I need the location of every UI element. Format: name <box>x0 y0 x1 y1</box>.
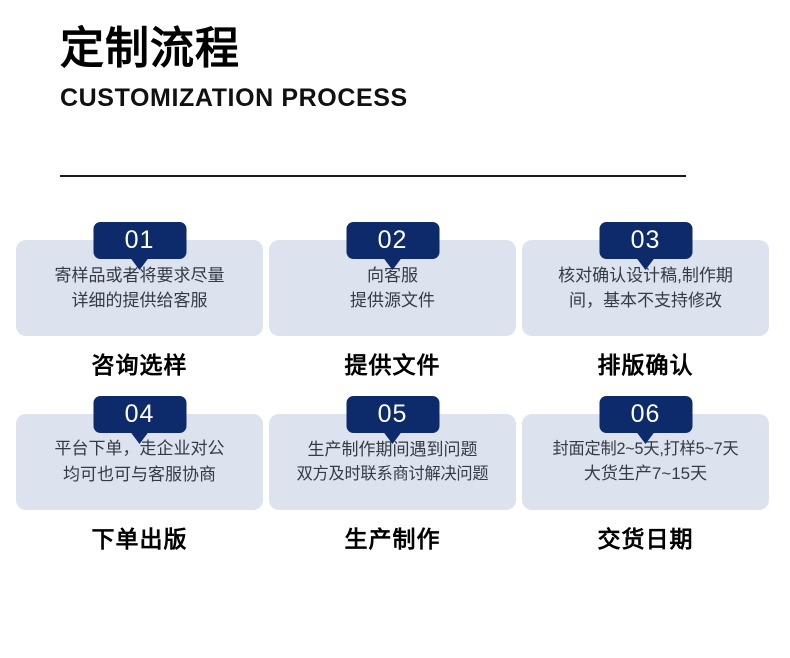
step-number-badge-02: 02 <box>346 222 439 259</box>
step-title-04: 下单出版 <box>91 525 188 552</box>
header-divider <box>60 175 686 177</box>
step-number-badge-03: 03 <box>599 222 692 259</box>
process-step-06: 06 封面定制2~5天,打样5~7天 大货生产7~15天 交货日期 <box>522 395 769 554</box>
process-step-01: 01 寄样品或者将要求尽量 详细的提供给客服 咨询选样 <box>16 222 263 380</box>
step-number-badge-04: 04 <box>93 395 186 433</box>
step-desc-line1-01: 寄样品或者将要求尽量 <box>54 265 225 285</box>
process-step-03: 03 核对确认设计稿,制作期 间，基本不支持修改 排版确认 <box>522 222 769 380</box>
step-desc-line1-04: 平台下单，走企业对公 <box>54 439 225 459</box>
step-title-02: 提供文件 <box>344 352 441 378</box>
step-desc-line1-06: 封面定制2~5天,打样5~7天 <box>552 439 739 458</box>
step-desc-line2-01: 详细的提供给客服 <box>71 291 208 310</box>
step-desc-line1-02: 向客服 <box>367 265 418 285</box>
step-desc-line2-06: 大货生产7~15天 <box>583 463 708 483</box>
page-header: 定制流程 CUSTOMIZATION PROCESS <box>60 24 686 113</box>
step-desc-line2-05: 双方及时联系商讨解决问题 <box>296 465 489 484</box>
process-step-02: 02 向客服 提供源文件 提供文件 <box>269 222 516 380</box>
step-title-06: 交货日期 <box>597 525 694 552</box>
step-desc-line2-02: 提供源文件 <box>350 291 435 310</box>
step-desc-line2-03: 间，基本不支持修改 <box>569 291 722 310</box>
step-desc-line2-04: 均可也可与客服协商 <box>63 464 216 484</box>
process-step-04: 04 平台下单，走企业对公 均可也可与客服协商 下单出版 <box>16 395 263 554</box>
step-title-05: 生产制作 <box>344 525 441 552</box>
step-desc-line1-03: 核对确认设计稿,制作期 <box>558 265 733 285</box>
page-title: 定制流程 <box>60 24 240 73</box>
step-number-badge-05: 05 <box>346 395 439 433</box>
process-step-05: 05 生产制作期间遇到问题 双方及时联系商讨解决问题 生产制作 <box>269 395 516 554</box>
page-subtitle: CUSTOMIZATION PROCESS <box>60 84 408 113</box>
step-desc-line1-05: 生产制作期间遇到问题 <box>307 439 478 459</box>
step-number-badge-01: 01 <box>93 222 186 259</box>
step-number-badge-06: 06 <box>599 395 692 433</box>
step-card-02: 向客服 提供源文件 <box>269 240 516 336</box>
step-title-03: 排版确认 <box>597 352 694 378</box>
step-title-01: 咨询选样 <box>91 352 188 378</box>
process-steps-grid: 01 寄样品或者将要求尽量 详细的提供给客服 咨询选样 02 向客服 提供源文件… <box>16 222 776 553</box>
